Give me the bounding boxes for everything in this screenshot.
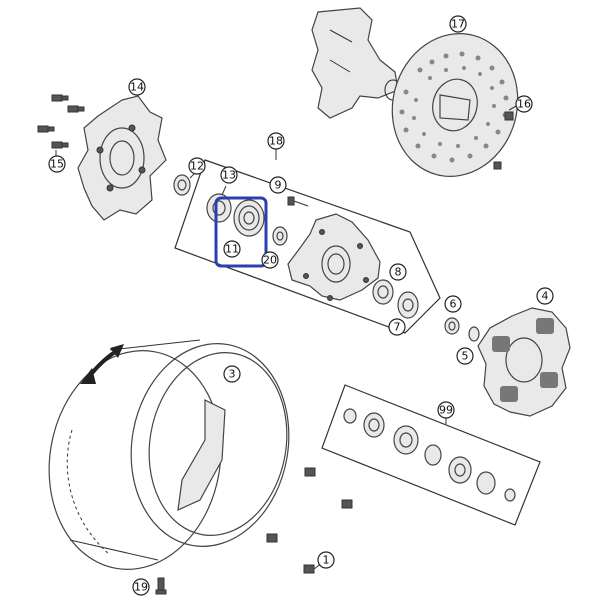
svg-text:14: 14: [130, 81, 144, 94]
callout-3: 3: [223, 365, 241, 383]
spacer-5: [468, 326, 480, 342]
brake-disc-front: [391, 33, 519, 177]
callout-99: 99: [437, 401, 455, 419]
svg-text:4: 4: [542, 290, 549, 303]
svg-text:3: 3: [229, 368, 236, 381]
svg-text:20: 20: [263, 254, 277, 267]
rotation-arrow-icon: [80, 344, 124, 384]
seal-13: [206, 185, 232, 223]
svg-text:18: 18: [269, 135, 283, 148]
svg-text:17: 17: [451, 18, 465, 31]
callout-6: 6: [444, 295, 462, 313]
knuckle: [311, 7, 402, 119]
kit-frame-18: [174, 148, 441, 334]
callout-13: 13: [220, 166, 238, 184]
seal-7: [397, 291, 419, 319]
svg-text:6: 6: [450, 298, 457, 311]
highlight-box: [214, 196, 268, 268]
valve-19: [155, 577, 167, 595]
svg-text:1: 1: [323, 554, 330, 567]
svg-text:99: 99: [439, 404, 453, 417]
callout-4: 4: [536, 287, 554, 305]
svg-text:15: 15: [50, 158, 64, 171]
callout-19: 19: [132, 578, 150, 596]
spacer-12: [173, 171, 197, 196]
callout-20: 20: [261, 251, 279, 269]
svg-text:9: 9: [275, 179, 282, 192]
callout-17: 17: [449, 15, 467, 33]
bearing-8: [372, 279, 394, 305]
svg-text:7: 7: [394, 321, 401, 334]
wheel-rim: [48, 339, 290, 570]
spacer-20: [272, 226, 288, 246]
callout-16: 16: [515, 95, 533, 113]
brake-disc-rear: [477, 307, 571, 417]
callout-7: 7: [388, 318, 406, 336]
callout-11: 11: [223, 240, 241, 258]
callout-18: 18: [267, 132, 285, 150]
bearing-11: [233, 199, 265, 237]
svg-text:19: 19: [134, 581, 148, 594]
callout-5: 5: [456, 347, 474, 365]
wheel-hub: [287, 213, 381, 301]
callout-1: 1: [317, 551, 335, 569]
svg-text:12: 12: [190, 160, 204, 173]
svg-text:8: 8: [395, 266, 402, 279]
svg-text:11: 11: [225, 243, 239, 256]
sprocket-carrier: [77, 95, 167, 221]
callout-15: 15: [48, 155, 66, 173]
callout-9: 9: [269, 176, 287, 194]
callout-12: 12: [188, 157, 206, 175]
callout-14: 14: [128, 78, 146, 96]
kit-frame-99: [321, 384, 541, 526]
axle-bolt-9: [287, 196, 309, 207]
bolts-15: [37, 94, 85, 160]
svg-text:13: 13: [222, 169, 236, 182]
svg-text:16: 16: [517, 98, 531, 111]
svg-text:5: 5: [462, 350, 469, 363]
spacer-6: [444, 317, 460, 335]
callout-8: 8: [389, 263, 407, 281]
